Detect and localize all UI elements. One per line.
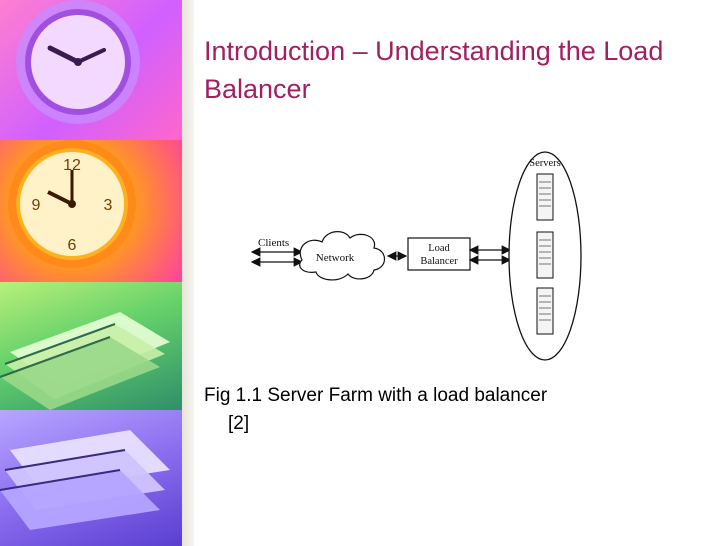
server-tower-1 <box>536 173 554 221</box>
decorative-image-strip: 12 3 6 9 <box>0 0 182 546</box>
clients-label: Clients <box>258 237 289 249</box>
papers-image-green <box>0 282 182 410</box>
papers-image-purple <box>0 410 182 546</box>
server-tower-2 <box>536 231 554 279</box>
clock-image-purple <box>0 0 182 140</box>
figure-caption: Fig 1.1 Server Farm with a load balancer… <box>204 382 674 438</box>
svg-text:9: 9 <box>32 197 41 214</box>
network-label: Network <box>316 252 355 264</box>
server-farm-diagram: Clients Network Load Balancer Servers <box>250 151 582 361</box>
servers-label: Servers <box>529 158 561 169</box>
load-balancer-label-line2: Balancer <box>420 256 458 267</box>
svg-text:12: 12 <box>63 157 81 174</box>
load-balancer-box: Load Balancer <box>407 237 471 271</box>
slide-title: Introduction – Understanding the Load Ba… <box>204 36 664 104</box>
svg-text:6: 6 <box>68 237 77 254</box>
caption-line-1: Fig 1.1 Server Farm with a load balancer <box>204 385 548 406</box>
server-tower-3 <box>536 287 554 335</box>
slide-divider <box>182 0 194 546</box>
clock-image-orange: 12 3 6 9 <box>0 140 182 282</box>
svg-text:3: 3 <box>104 197 113 214</box>
load-balancer-label-line1: Load <box>428 243 450 254</box>
caption-line-2: [2] <box>228 413 250 434</box>
network-cloud: Network <box>299 231 386 281</box>
